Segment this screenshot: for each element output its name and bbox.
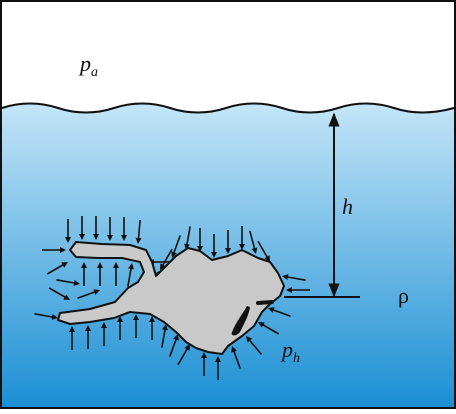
- density-label: ρ: [398, 283, 409, 308]
- depth-label: h: [342, 194, 353, 219]
- diver-mask: [258, 302, 272, 303]
